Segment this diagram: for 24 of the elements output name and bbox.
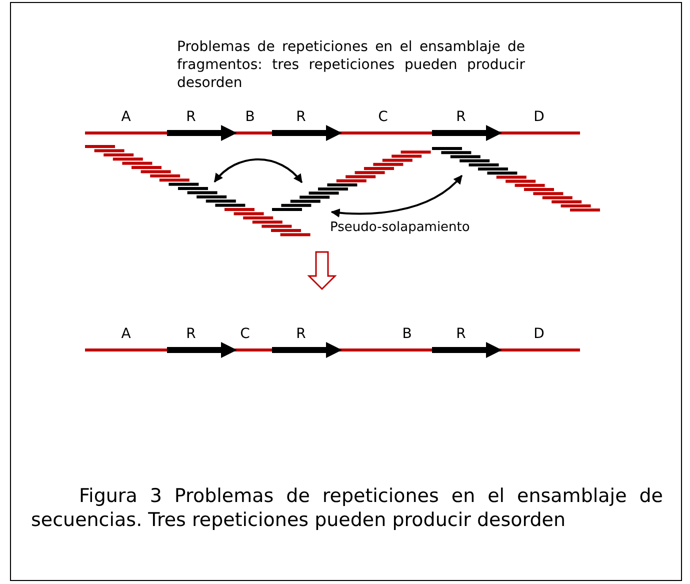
segment-letter: B xyxy=(245,109,255,125)
read-fragment-stack xyxy=(168,182,246,207)
diagram-title: Problemas de repeticiones en el ensamblaje de fragmentos: tres repeticiones pueden producir desorden xyxy=(177,38,525,92)
curved-arrow xyxy=(214,158,303,184)
segment-letter: R xyxy=(296,109,306,125)
read-fragment-stack xyxy=(272,183,358,211)
segment-letter: A xyxy=(121,109,131,125)
segment-letter: R xyxy=(186,109,196,125)
segment-letter: R xyxy=(456,109,466,125)
segment-letter: D xyxy=(534,109,544,125)
figure-caption: Figura 3 Problemas de repeticiones en el ensamblaje de secuencias. Tres repeticiones pueden producir desorden xyxy=(31,484,663,532)
sequence-line xyxy=(85,125,580,141)
curved-arrow xyxy=(330,174,463,218)
segment-letter: A xyxy=(121,326,131,342)
segment-letter: R xyxy=(186,326,196,342)
read-fragment-stack xyxy=(432,147,518,175)
segment-letter: D xyxy=(534,326,544,342)
sequence-line xyxy=(85,342,580,358)
annotation-label: Pseudo-solapamiento xyxy=(330,220,470,235)
segment-letter: C xyxy=(378,109,388,125)
segment-letter: R xyxy=(296,326,306,342)
segment-letter: B xyxy=(402,326,412,342)
segment-letter: R xyxy=(456,326,466,342)
segment-letter: C xyxy=(240,326,250,342)
